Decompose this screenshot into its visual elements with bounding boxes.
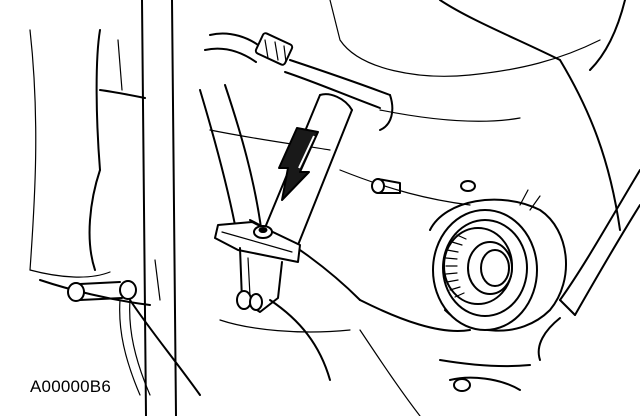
right-hose: [537, 169, 640, 361]
lower-wiring: [119, 299, 521, 396]
vehicle-body-outline: [29, 0, 626, 416]
hydraulic-line: [204, 32, 394, 131]
vertical-frame-post: [141, 0, 177, 416]
steering-column-shaft: [199, 84, 353, 251]
column-bracket: [214, 221, 301, 313]
mounting-bolt: [67, 178, 476, 311]
figure-code-label: A00000B6: [30, 377, 112, 396]
location-arrow: [278, 127, 319, 201]
gear-housing: [429, 189, 567, 332]
